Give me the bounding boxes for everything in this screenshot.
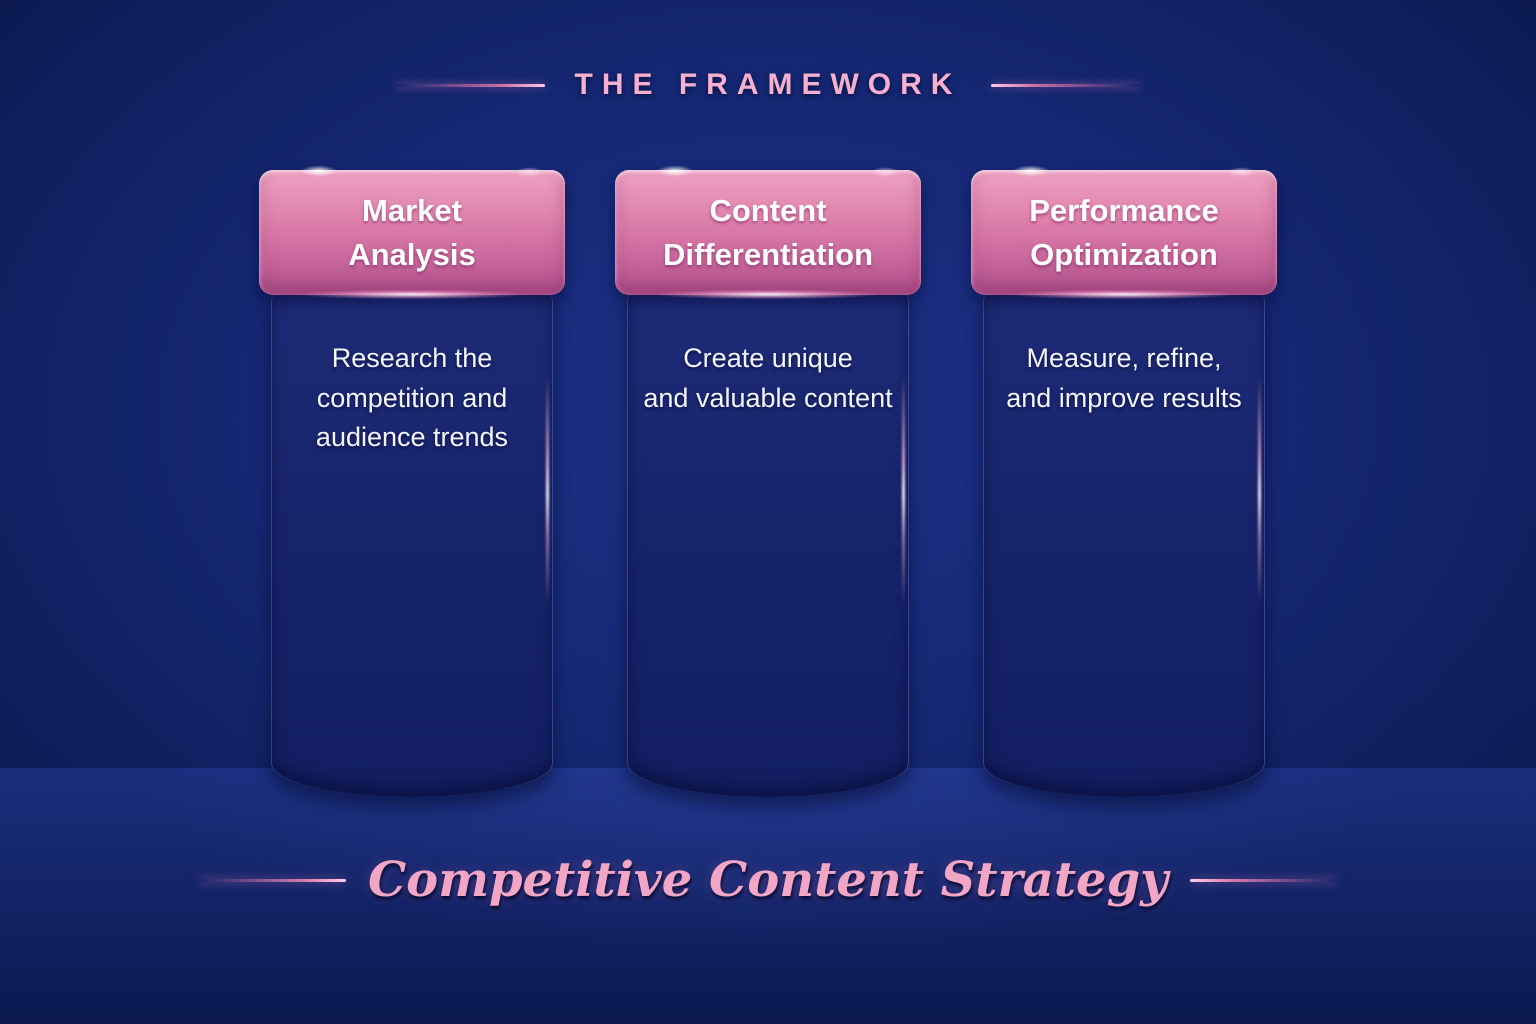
top-title-block: THE FRAMEWORK xyxy=(0,68,1536,102)
card-body-performance-optimization: Measure, refine, and improve results xyxy=(983,295,1265,797)
card-description: Research the competition and audience tr… xyxy=(315,343,509,453)
card-body-market-analysis: Research the competition and audience tr… xyxy=(271,295,553,797)
card-title: Market Analysis xyxy=(348,193,476,272)
top-divider-line-left xyxy=(394,83,545,87)
card-body-content-differentiation: Create unique and valuable content xyxy=(627,295,909,797)
card-title: Performance Optimization xyxy=(1029,193,1219,272)
bottom-divider-line-left xyxy=(197,878,346,882)
card-description: Measure, refine, and improve results xyxy=(1006,343,1242,413)
card-market-analysis: Market Analysis Research the competition… xyxy=(249,160,575,938)
floor-background xyxy=(0,768,1536,1024)
top-divider-line-right xyxy=(991,83,1142,87)
card-description: Create unique and valuable content xyxy=(643,343,893,413)
bottom-divider-line-right xyxy=(1190,878,1339,882)
card-content-differentiation: Content Differentiation Create unique an… xyxy=(605,160,931,938)
card-header-content-differentiation: Content Differentiation xyxy=(605,160,931,305)
card-header-performance-optimization: Performance Optimization xyxy=(961,160,1287,305)
bottom-title-block: Competitive Content Strategy xyxy=(0,852,1536,908)
card-header-market-analysis: Market Analysis xyxy=(249,160,575,305)
card-performance-optimization: Performance Optimization Measure, refine… xyxy=(961,160,1287,938)
card-title: Content Differentiation xyxy=(662,193,874,272)
slide-title: Competitive Content Strategy xyxy=(367,852,1169,908)
pillar-cards: Market Analysis Research the competition… xyxy=(0,160,1536,938)
page-title: THE FRAMEWORK xyxy=(574,68,962,101)
